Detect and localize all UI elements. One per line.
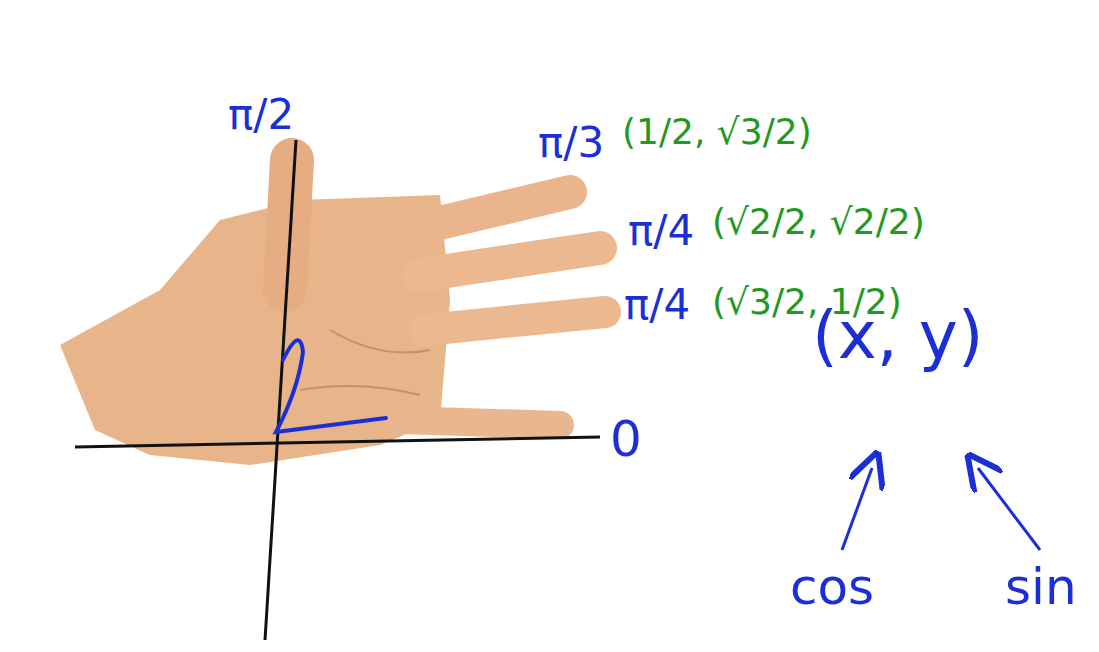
- hand: [60, 160, 605, 465]
- angle-label: π/4: [628, 208, 694, 254]
- coordinate-label: (1/2, √3/2): [622, 112, 812, 152]
- coordinate-label: (√2/2, √2/2): [712, 202, 925, 242]
- function-label: sin: [1005, 560, 1077, 615]
- angle-label: 0: [610, 412, 642, 467]
- angle-label: π/3: [538, 120, 604, 166]
- point-label: (x, y): [812, 300, 984, 373]
- angle-label: π/4: [624, 282, 690, 328]
- pointer-arrows: [842, 468, 1040, 550]
- angle-mark: [276, 340, 386, 432]
- angle-label: π/2: [228, 92, 294, 138]
- axes: [75, 140, 600, 640]
- function-label: cos: [790, 560, 874, 615]
